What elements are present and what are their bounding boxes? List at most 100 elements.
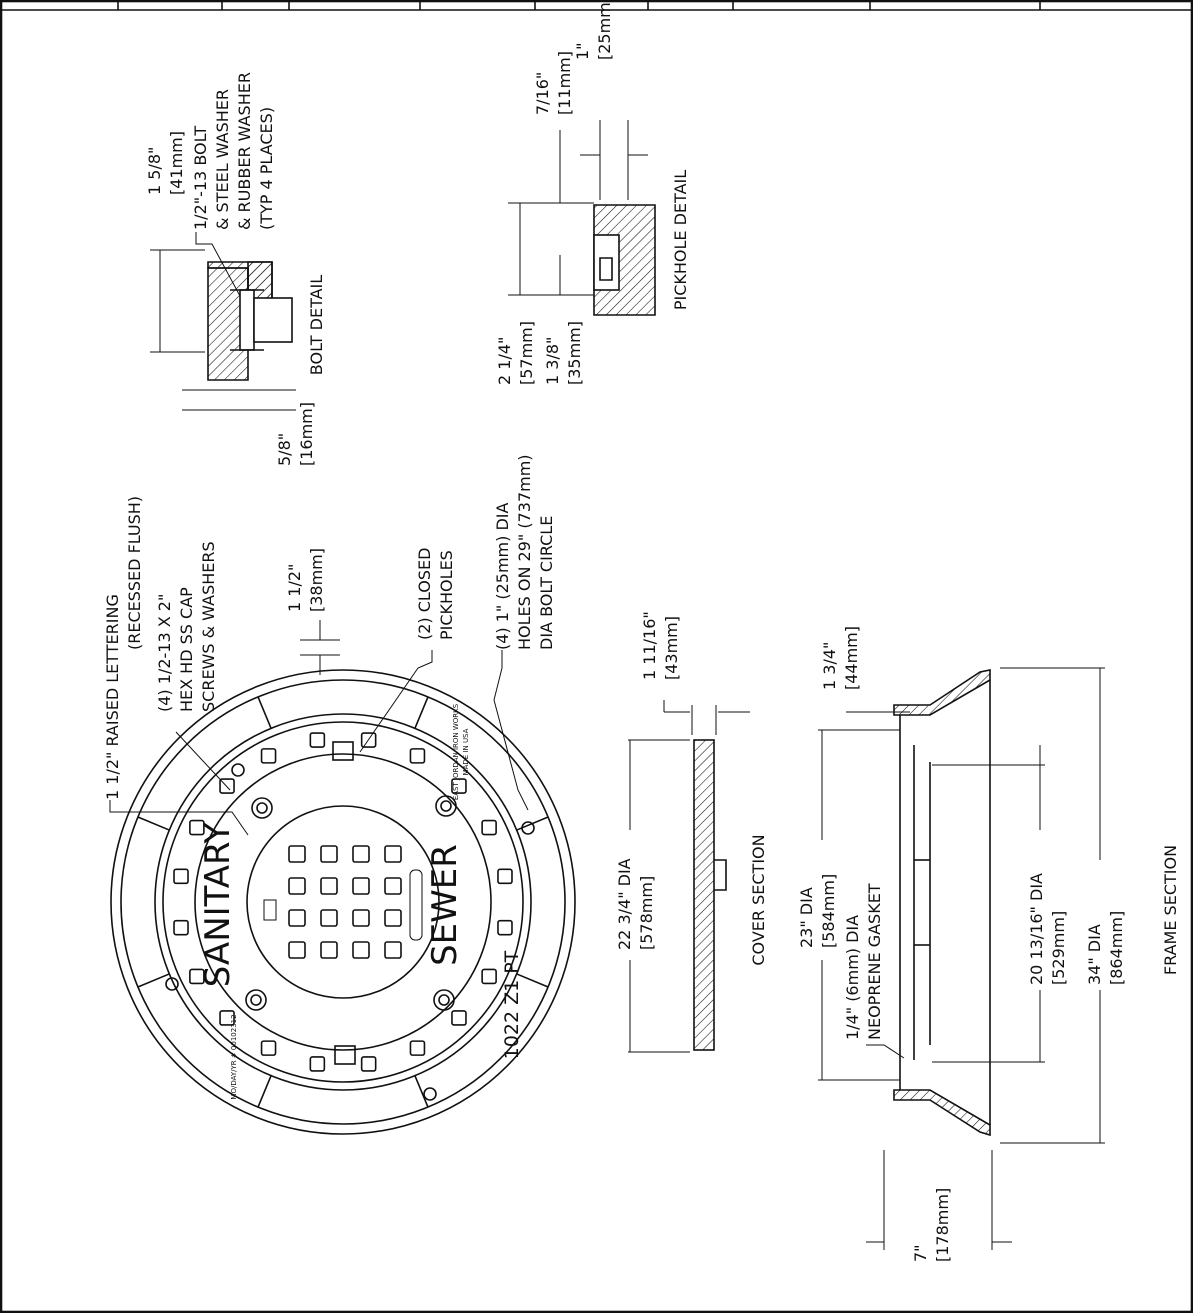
bolt-detail: 1 5/8" [41mm] 1/2"-13 BOLT & STEEL WASHE… [145,67,326,466]
cover-slot [189,819,205,836]
frame-flange-text: 1 3/4" [44mm] [820,626,861,690]
grid-square [384,845,402,863]
pickhole-top [332,741,354,761]
cover-slot [360,1056,377,1072]
pickhole-dim-d: 1 3/8" [35mm] [543,321,584,385]
pickhole-dim-c: 2 1/4" [57mm] [495,321,536,385]
bolt-hole [521,821,535,835]
title-strip [1,1,1192,11]
cover-dia-dim [628,739,690,1053]
bolt-hole [423,1087,437,1101]
cover-slot [360,732,377,748]
cover-word-bottom: SEWER [425,844,465,966]
rim-text-origin: MADE IN USA [462,728,470,775]
frame-rib [414,696,429,729]
frame-ribs [137,696,549,1108]
gasket-callout: 1/4" (6mm) DIA NEOPRENE GASKET [843,883,884,1040]
cover-rim [154,713,532,1091]
frame-34-text: 34" DIA [864mm] [1085,911,1126,985]
cover-section-title: COVER SECTION [749,834,768,965]
grid-square [320,845,338,863]
bolt-dim-bottom [182,389,296,411]
pickhole-dim-a: 7/16" [11mm] [533,51,574,115]
cover-slot [219,778,235,794]
bolt-dim-bottom-text: 5/8" [16mm] [275,402,316,466]
frame-section: 1 3/4" [44mm] 23" DIA [584mm] 1/4" (6mm)… [797,626,1180,1262]
grid-square [352,845,370,863]
grid-square [384,877,402,895]
holes-callout: (4) 1" (25mm) DIA HOLES ON 29" (737mm) D… [493,449,556,650]
grid-square [288,877,306,895]
grid-square [352,877,370,895]
bolt-hole [165,977,179,991]
bolt-callout: 1/2"-13 BOLT & STEEL WASHER & RUBBER WAS… [191,67,276,230]
frame-height-text: 7" [178mm] [911,1188,952,1262]
cover-dia-text: 22 3/4" DIA [578mm] [615,853,656,950]
grid-square [352,909,370,927]
cover-slot [309,1056,326,1072]
frame-20-text: 20 13/16" DIA [529mm] [1027,868,1068,985]
lettering-callout: 1 1/2" RAISED LETTERING (RECESSED FLUSH) [103,496,144,800]
cover-thick-dim [663,700,750,735]
frame-rib [257,696,272,729]
bolt-callout-leader [195,232,241,297]
screws-leader [175,731,231,791]
frame-rib [257,1075,272,1108]
frame-23-text: 23" DIA [584mm] [797,874,838,948]
grid-square [320,941,338,959]
pickholes-callout: (2) CLOSED PICKHOLES [415,542,456,640]
cover-slot [309,732,326,748]
cover-slot [409,748,426,764]
cover-slot [497,868,513,885]
frame-dims [818,667,1105,1250]
screw-hole-inner [256,802,268,814]
cover-slot [481,968,497,985]
frame-rib [137,816,170,831]
grid-square [384,941,402,959]
rim-text-foundry: EAST JORDAN IRON WORKS [452,703,460,800]
holes-leader [493,650,529,811]
screw-hole [251,797,273,819]
screw-hole-inner [250,994,262,1006]
cover-section: 22 3/4" DIA [578mm] 1 11/16" [43mm] COVE… [615,606,768,1053]
bolt-holes [165,763,535,1101]
cover-slot [260,748,277,764]
frame-rib [516,973,549,988]
rib-dimension [300,620,340,675]
frame-section-title: FRAME SECTION [1161,845,1180,975]
cover-section-body [693,739,715,1051]
frame-rib [414,1075,429,1108]
screw-hole [435,795,457,817]
cover-slot [260,1040,277,1056]
bolt-dim-top-text: 1 5/8" [41mm] [145,131,186,195]
bolt-dim-top [150,249,205,353]
grid-square [352,941,370,959]
cover-slot [497,919,513,936]
screws-callout: (4) 1/2-13 X 2" HEX HD SS CAP SCREWS & W… [155,541,218,712]
cover-word-top: SANITARY [198,823,238,988]
frame-rib [137,973,170,988]
lettering-leader [109,800,249,836]
cover-model-number: 1022 Z1 PT [501,950,523,1059]
screw-hole-inner [438,994,450,1006]
pickhole-dims [508,120,648,296]
grid-square [288,845,306,863]
cover-plan-view: SANITARY SEWER 1022 Z1 PT EAST JORDAN IR… [103,449,576,1135]
grid-square [288,941,306,959]
rim-text-date: MO/DAY/YR # 00102312 [230,1014,238,1099]
grid-square [288,909,306,927]
cover-slot [219,1010,235,1026]
cover-slot [481,819,497,836]
cover-slot [173,919,189,936]
cover-grid-squares [288,845,402,959]
cover-slot [173,868,189,885]
cover-thick-text: 1 11/16" [43mm] [640,606,681,680]
cover-slot [451,1010,467,1026]
cover-slots [173,732,513,1072]
screw-hole [433,989,455,1011]
cover-slot [189,968,205,985]
bolt-head [253,297,293,343]
cover-slot [451,778,467,794]
